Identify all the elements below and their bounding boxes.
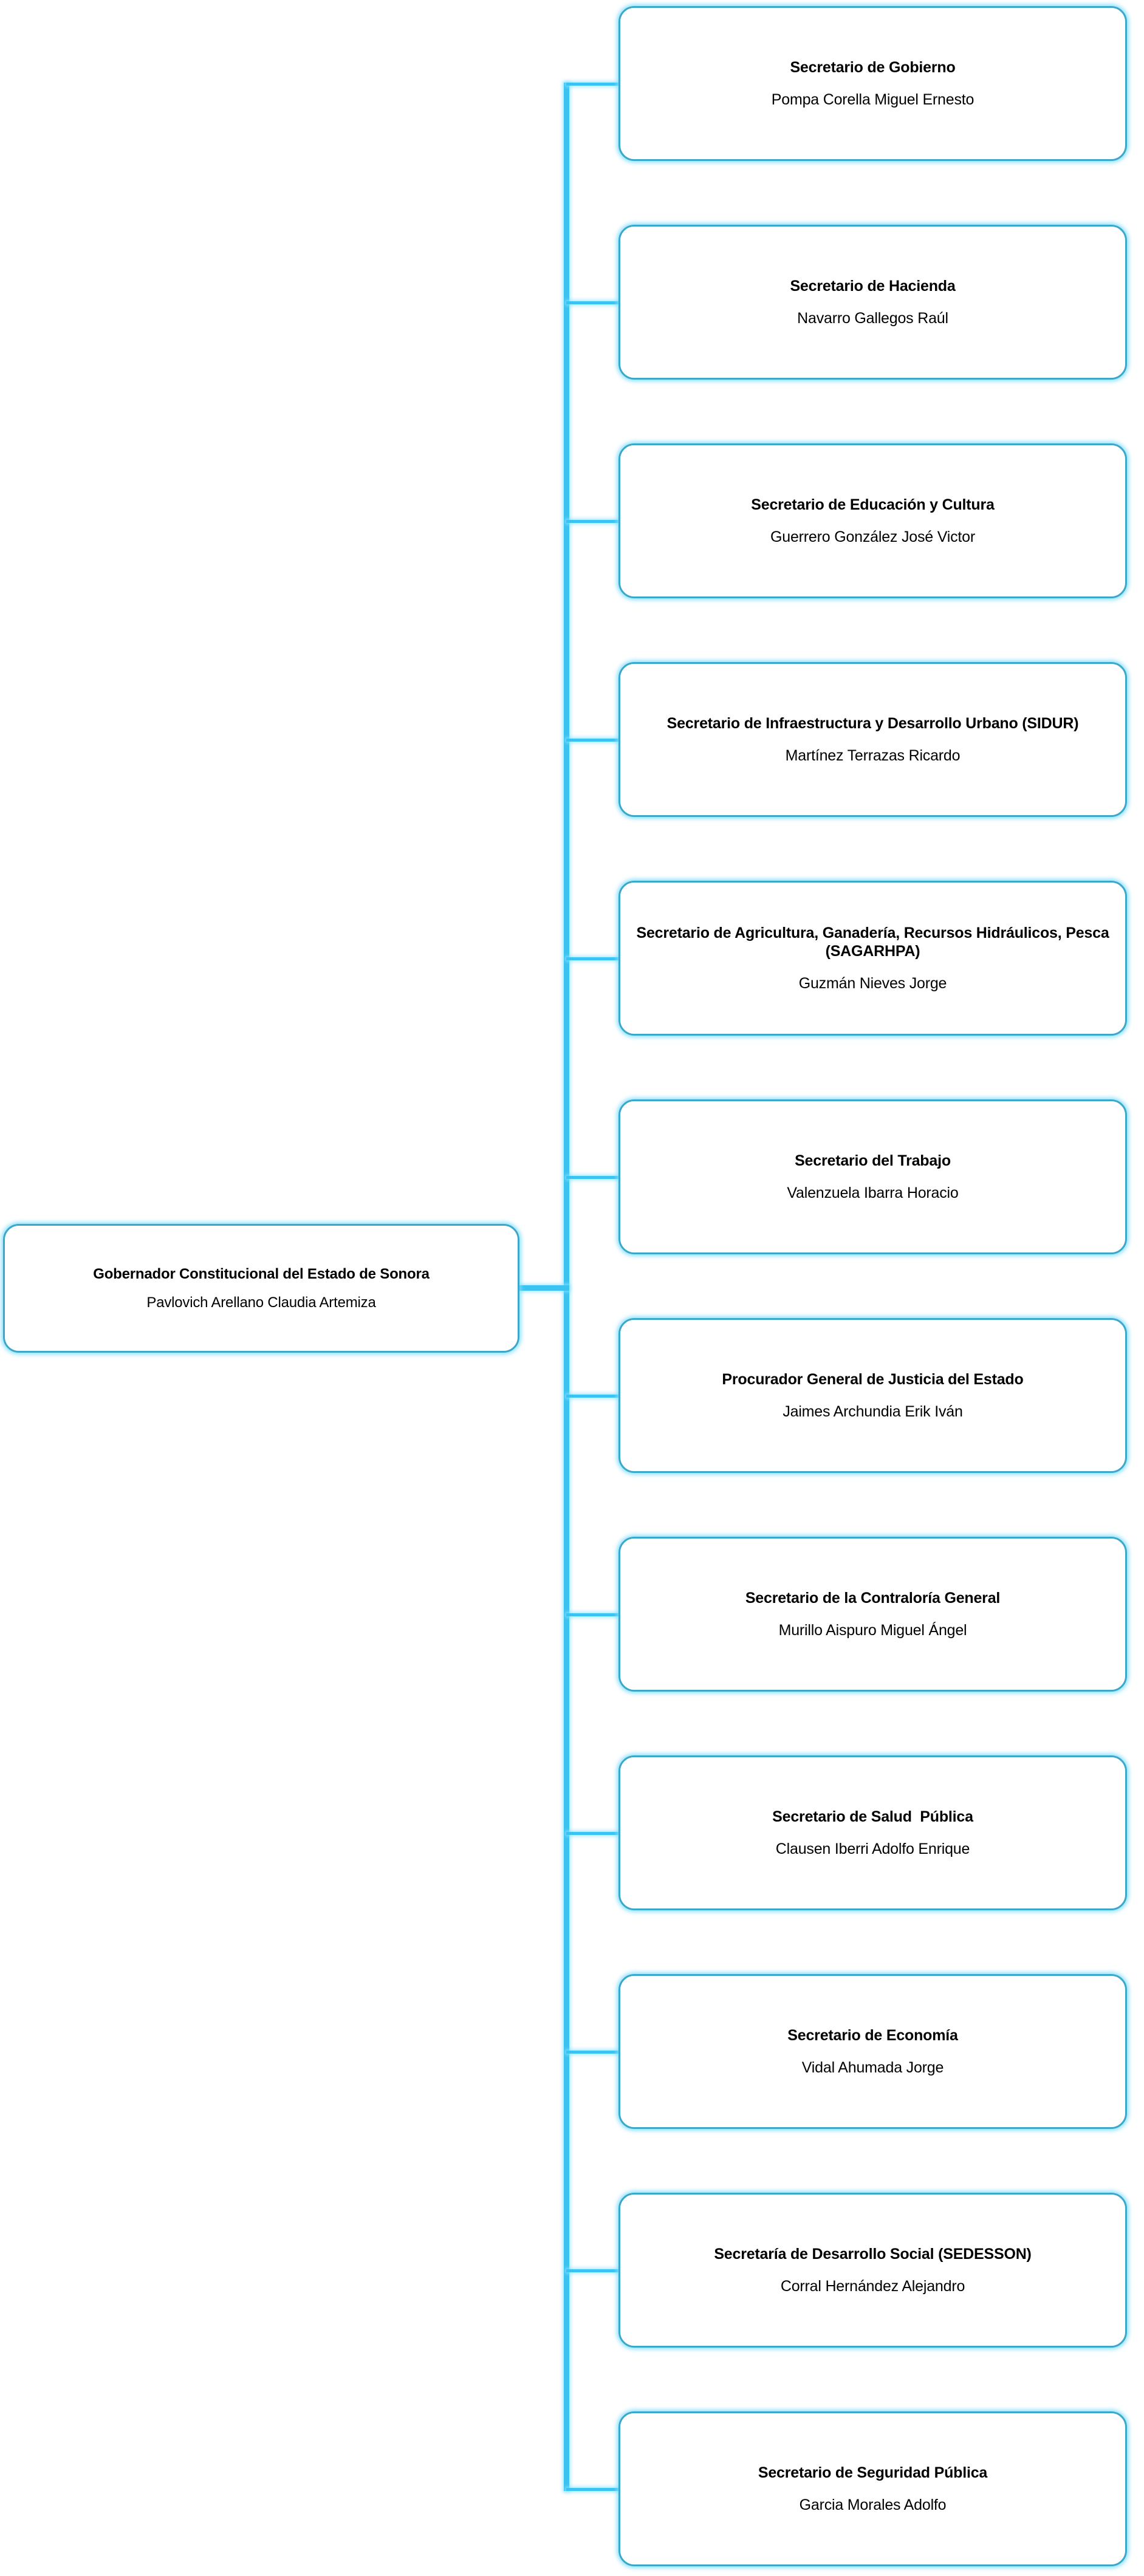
connector-stub-8 — [566, 1613, 621, 1616]
connector-stub-6 — [566, 1175, 621, 1179]
node-child-person: Clausen Iberri Adolfo Enrique — [775, 1840, 970, 1857]
node-child-11[interactable]: Secretaría de Desarrollo Social (SEDESSO… — [618, 2193, 1127, 2348]
connector-stub-1 — [566, 82, 621, 86]
node-child-person: Corral Hernández Alejandro — [780, 2277, 965, 2295]
node-child-person: Guerrero González José Victor — [770, 528, 975, 545]
connector-stub-11 — [566, 2269, 621, 2272]
node-child-4[interactable]: Secretario de Infraestructura y Desarrol… — [618, 662, 1127, 817]
node-root-title: Gobernador Constitucional del Estado de … — [93, 1265, 430, 1282]
node-child-title: Secretario de Economía — [787, 2027, 958, 2044]
node-child-5[interactable]: Secretario de Agricultura, Ganadería, Re… — [618, 881, 1127, 1036]
node-child-person: Jaimes Archundia Erik Iván — [783, 1402, 963, 1420]
node-child-title: Procurador General de Justicia del Estad… — [722, 1371, 1024, 1388]
connector-stub-5 — [566, 957, 621, 960]
node-root-gobernador[interactable]: Gobernador Constitucional del Estado de … — [3, 1224, 519, 1353]
node-child-title: Secretario de Seguridad Pública — [758, 2464, 988, 2481]
node-child-title: Secretario de Hacienda — [790, 278, 956, 295]
node-child-person: Navarro Gallegos Raúl — [797, 309, 948, 327]
connector-stub-12 — [566, 2487, 621, 2491]
node-child-person: Vidal Ahumada Jorge — [801, 2058, 944, 2076]
node-child-person: Guzmán Nieves Jorge — [798, 974, 947, 992]
connector-stub-3 — [566, 519, 621, 523]
connector-stub-7 — [566, 1394, 621, 1398]
node-child-title: Secretario de Educación y Cultura — [751, 496, 995, 513]
node-child-title: Secretario de la Contraloría General — [745, 1590, 1001, 1607]
node-child-person: Garcia Morales Adolfo — [799, 2496, 947, 2513]
connector-root-trunk — [519, 1285, 569, 1291]
node-child-person: Murillo Aispuro Miguel Ángel — [778, 1621, 967, 1639]
node-child-person: Valenzuela Ibarra Horacio — [787, 1184, 959, 1201]
node-child-title: Secretaría de Desarrollo Social (SEDESSO… — [714, 2246, 1032, 2263]
node-child-title: Secretario de Infraestructura y Desarrol… — [666, 715, 1079, 732]
connector-stub-9 — [566, 1831, 621, 1835]
node-child-title: Secretario de Salud Pública — [772, 1808, 973, 1825]
node-child-7[interactable]: Procurador General de Justicia del Estad… — [618, 1318, 1127, 1473]
connector-stub-2 — [566, 301, 621, 304]
node-child-person: Pompa Corella Miguel Ernesto — [771, 91, 974, 108]
node-child-title: Secretario de Gobierno — [790, 59, 956, 76]
connector-stub-10 — [566, 2050, 621, 2054]
node-child-title: Secretario del Trabajo — [795, 1152, 951, 1169]
connector-stub-4 — [566, 738, 621, 742]
node-root-person: Pavlovich Arellano Claudia Artemiza — [146, 1294, 376, 1311]
node-child-title: Secretario de Agricultura, Ganadería, Re… — [636, 924, 1114, 960]
node-child-person: Martínez Terrazas Ricardo — [785, 746, 961, 764]
